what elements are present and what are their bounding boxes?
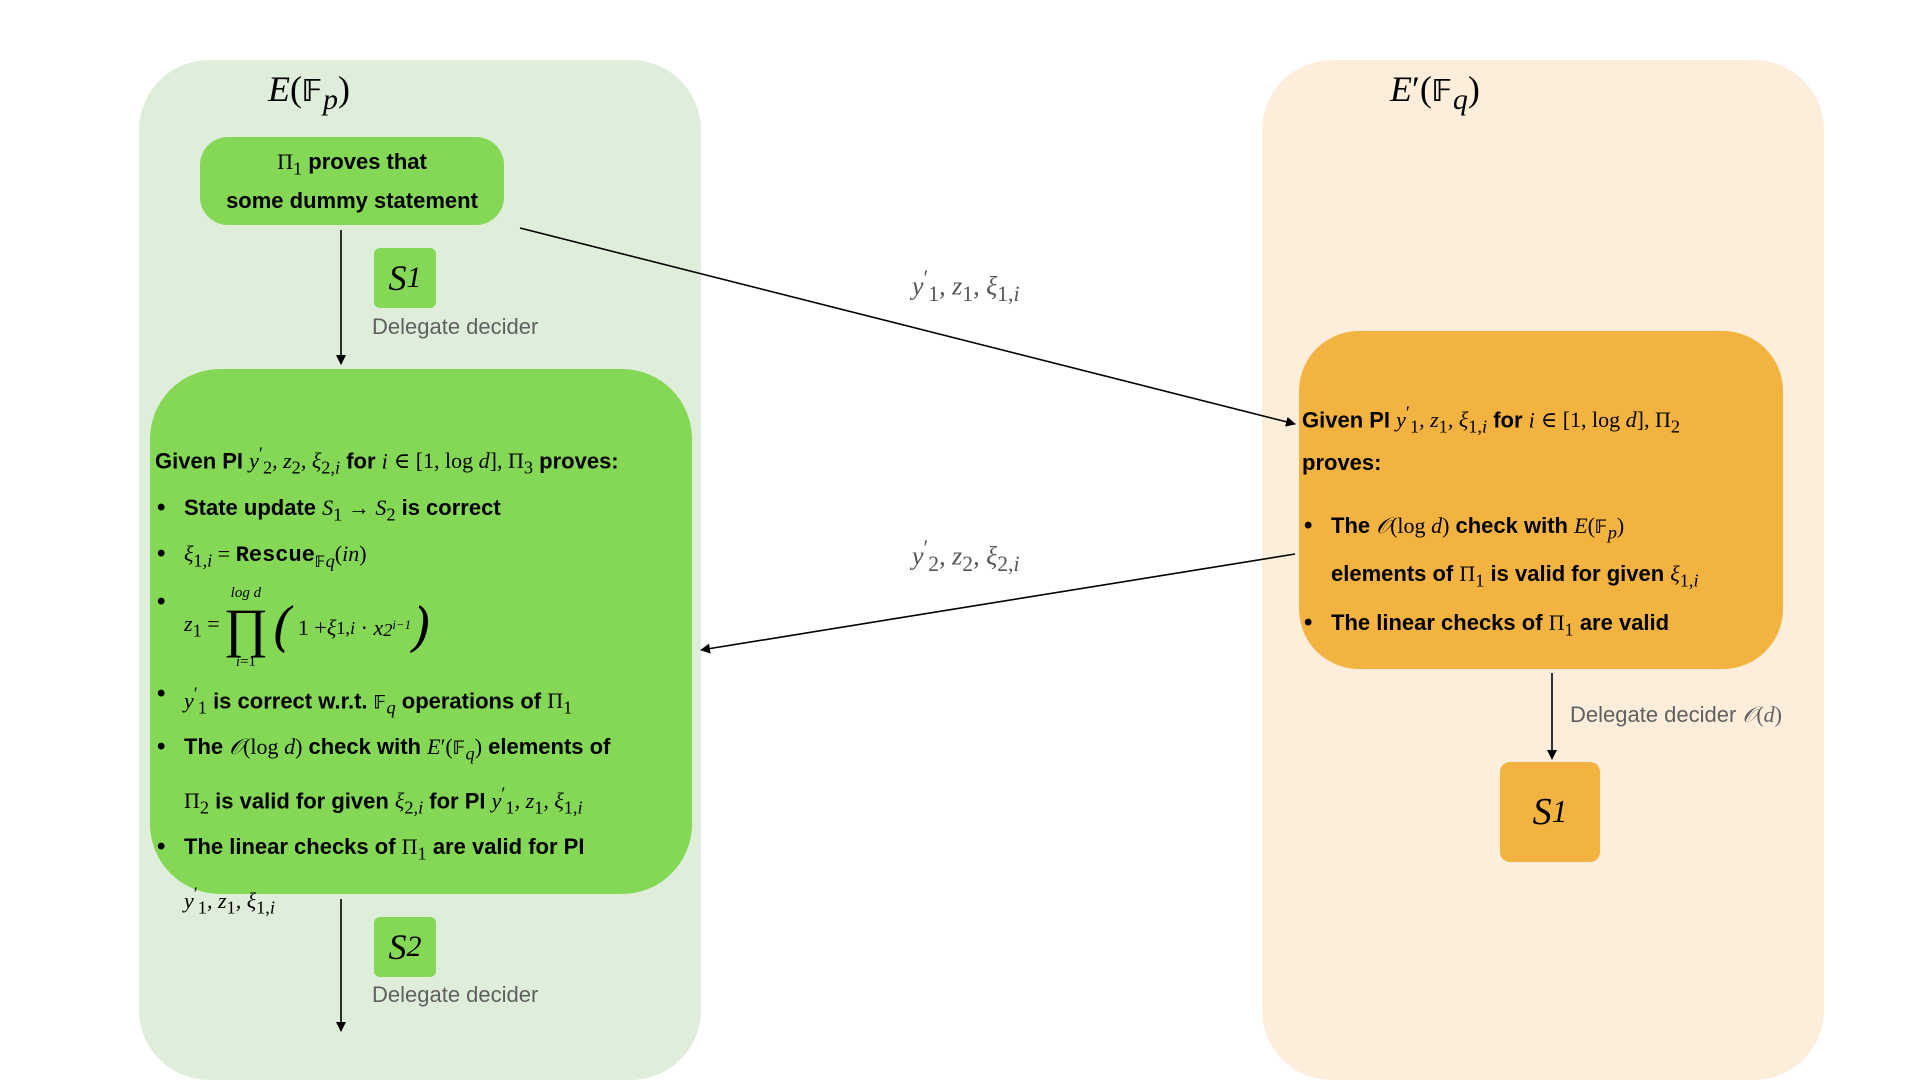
panel-title-e-prime-fq: E′(𝔽q)	[1390, 69, 1480, 117]
pi1-dummy-proof-box: Π1 proves that some dummy statement	[200, 137, 504, 225]
pi3-item-rescue-hash: ξ1,i = Rescue𝔽q(in)	[155, 534, 692, 581]
pi3-item-olog-check: The 𝒪(log d) check with E′(𝔽q) elements …	[155, 727, 692, 827]
pi3-statement: Given PI y′2, z2, ξ2,i for i ∈ [1, log d…	[155, 444, 619, 478]
pi3-item-state-update: State update S1 → S2 is correct	[155, 488, 692, 534]
pi2-item-olog-check: The 𝒪(log d) check with E(𝔽p)elements of…	[1302, 505, 1777, 602]
panel-title-e-fp: E(𝔽p)	[268, 69, 350, 117]
message-label-middle: y′2, z2, ξ2,i	[912, 536, 1020, 576]
pi1-box-line-1: Π1 proves that	[277, 149, 427, 179]
pi3-checks-list: State update S1 → S2 is correct ξ1,i = R…	[155, 488, 692, 928]
pi3-item-y1-correct: y′1 is correct w.r.t. 𝔽q operations of Π…	[155, 674, 692, 728]
pi2-item-linear-checks: The linear checks of Π1 are valid	[1302, 602, 1777, 650]
delegate-decider-label-3: Delegate decider 𝒪(d)	[1570, 702, 1782, 727]
pi2-statement: Given PI y′1, z1, ξ1,i for i ∈ [1, log d…	[1302, 403, 1681, 475]
pi3-proof-box: Given PI y′2, z2, ξ2,i for i ∈ [1, log d…	[150, 369, 692, 917]
arrow-pi1-to-pi2	[519, 227, 1296, 427]
pi1-box-line-2: some dummy statement	[226, 187, 478, 213]
delegate-decider-label-1: Delegate decider	[372, 314, 539, 339]
pi2-checks-list: The 𝒪(log d) check with E(𝔽p)elements of…	[1302, 505, 1777, 650]
pi2-proof-box: Given PI y′1, z1, ξ1,i for i ∈ [1, log d…	[1299, 331, 1783, 669]
delegate-decider-label-2: Delegate decider	[372, 982, 539, 1007]
pi3-item-linear-checks: The linear checks of Π1 are valid for PI…	[155, 827, 692, 927]
message-label-top: y′1, z1, ξ1,i	[912, 266, 1020, 306]
pi3-item-product-formula: z1 = log d∏i=1 ( 1 + ξ1,i · x2i−1)	[155, 582, 692, 674]
arrow-pi2-to-pi3	[700, 553, 1296, 654]
